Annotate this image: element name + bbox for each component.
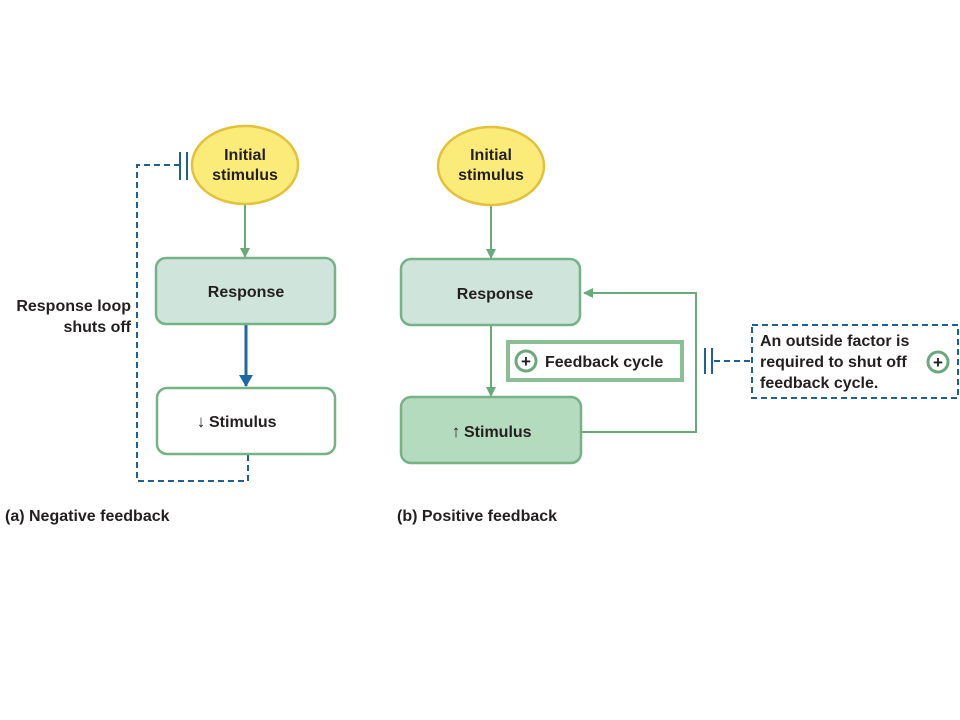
response-node (399, 257, 582, 327)
outside-factor-note-text: feedback cycle. (760, 375, 878, 392)
plus-symbol: + (521, 352, 531, 371)
outside-factor-note-box (751, 324, 959, 399)
initial-stimulus-label: stimulus (458, 167, 524, 184)
feedback-cycle-label: Feedback cycle (545, 354, 663, 371)
response-node (154, 256, 337, 326)
response-label: Response (208, 284, 285, 301)
decreased-stimulus-label: Stimulus (209, 414, 277, 431)
positive-feedback-panel: Initial stimulus Response ↑ Stimulus + F… (397, 125, 959, 525)
increased-stimulus-node (399, 395, 583, 465)
decreased-stimulus-node (155, 386, 337, 456)
negative-feedback-panel: Initial stimulus Response ↓ Stimulus Res… (5, 124, 337, 525)
feedback-loop-arrow (582, 288, 697, 433)
initial-stimulus-node (436, 125, 546, 207)
increased-stimulus-label: Stimulus (464, 424, 532, 441)
positive-feedback-caption: (b) Positive feedback (397, 508, 557, 525)
plus-symbol: + (933, 353, 943, 372)
response-loop-label: shuts off (63, 319, 131, 336)
initial-stimulus-label: Initial (224, 147, 266, 164)
response-loop-label: Response loop (16, 298, 131, 315)
outside-factor-note-text: required to shut off (760, 354, 907, 371)
response-label: Response (457, 286, 534, 303)
initial-stimulus-label: stimulus (212, 167, 278, 184)
outside-factor-note-text: An outside factor is (760, 333, 909, 350)
plus-circle-icon (514, 349, 538, 373)
initial-stimulus-node (190, 124, 300, 206)
decrease-arrow-symbol: ↓ (197, 412, 206, 431)
initial-stimulus-label: Initial (470, 147, 512, 164)
negative-feedback-caption: (a) Negative feedback (5, 508, 170, 525)
plus-circle-icon (926, 350, 950, 374)
increase-arrow-symbol: ↑ (452, 422, 461, 441)
